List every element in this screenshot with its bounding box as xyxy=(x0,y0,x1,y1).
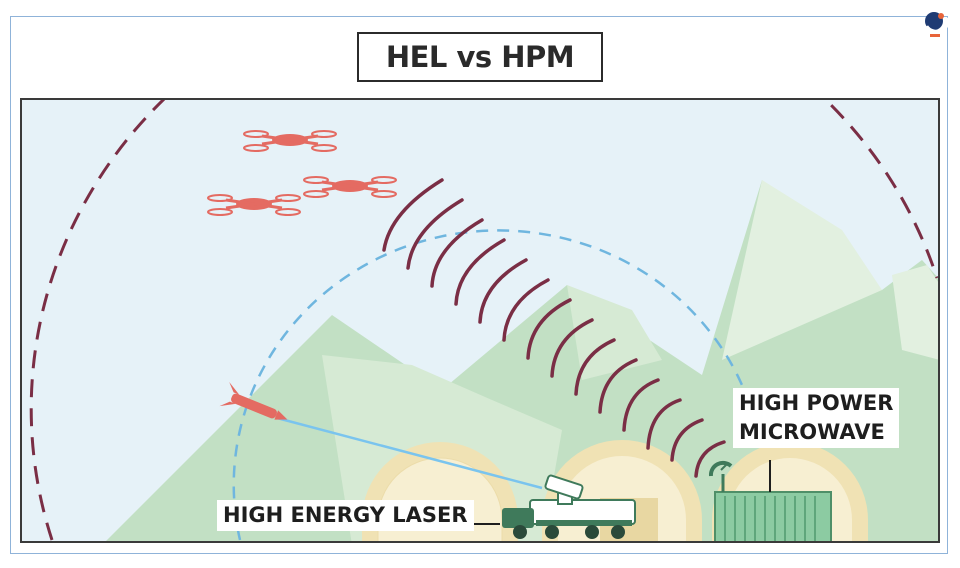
microwave-container-icon xyxy=(714,460,832,541)
laser-beam xyxy=(276,416,543,490)
outer-frame xyxy=(10,16,948,554)
title-box: HEL vs HPM xyxy=(357,32,603,82)
missile-icon xyxy=(219,381,288,420)
hpm-range-arc xyxy=(29,100,938,541)
page-title: HEL vs HPM xyxy=(385,40,575,74)
drone-icon xyxy=(243,130,337,152)
hpm-label-line2: MICROWAVE xyxy=(739,420,885,444)
scene-svg xyxy=(29,100,938,541)
hel-label-text: HIGH ENERGY LASER xyxy=(223,503,468,527)
scene-illustration xyxy=(20,98,940,543)
drone-icon xyxy=(303,176,397,198)
hpm-label: HIGH POWER MICROWAVE xyxy=(733,388,900,448)
laser-vehicle-icon xyxy=(502,474,636,539)
logo-icon xyxy=(925,12,950,37)
microwave-waves xyxy=(382,178,726,478)
drone-icon xyxy=(207,194,301,216)
satellite-dish-icon xyxy=(708,460,733,492)
hel-label: HIGH ENERGY LASER xyxy=(217,500,474,531)
hpm-label-line1: HIGH POWER xyxy=(739,391,894,415)
hel-range-arc xyxy=(232,229,759,541)
